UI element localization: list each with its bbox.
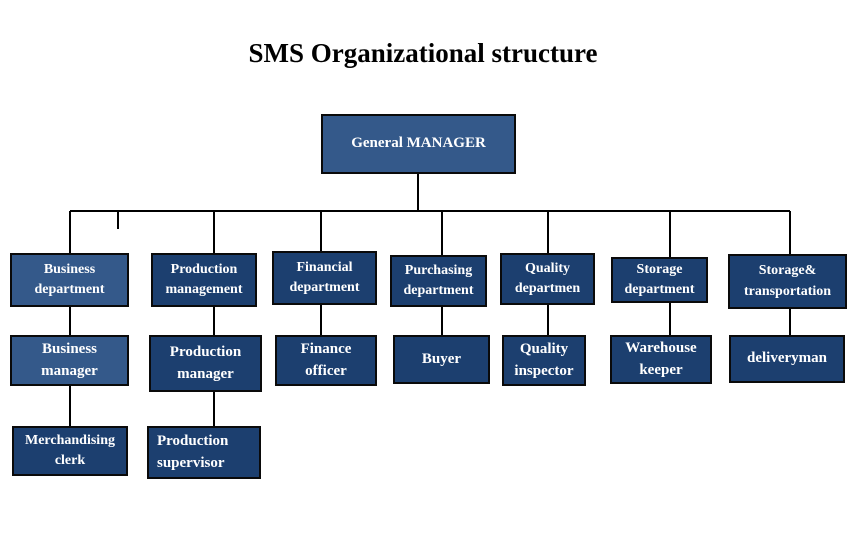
business-manager-label: Business manager	[41, 340, 98, 379]
storage-department-box: Storage department	[611, 257, 708, 303]
business-department-box: Business department	[10, 253, 129, 307]
merchandising-clerk-label: Merchandising clerk	[25, 432, 115, 468]
quality-department-label: Quality departmen	[514, 260, 581, 296]
page-title: SMS Organizational structure	[248, 38, 598, 68]
production-management-label: Production management	[165, 261, 243, 297]
general-manager-label: General MANAGER	[351, 135, 486, 152]
merchandising-clerk-box: Merchandising clerk	[12, 426, 128, 476]
quality-department-box: Quality departmen	[500, 253, 595, 305]
warehouse-keeper-label: Warehouse keeper	[625, 339, 697, 378]
warehouse-keeper-box: Warehouse keeper	[610, 335, 712, 384]
production-supervisor-label: Production supervisor	[157, 432, 229, 471]
production-manager-box: Production manager	[149, 335, 262, 392]
quality-inspector-label: Quality inspector	[514, 340, 574, 379]
quality-inspector-box: Quality inspector	[502, 335, 586, 386]
finance-officer-label: Finance officer	[300, 340, 352, 379]
purchasing-department-label: Purchasing department	[403, 262, 474, 298]
finance-officer-box: Finance officer	[275, 335, 377, 386]
storage-transportation-box: Storage& transportation	[728, 254, 847, 309]
financial-department-box: Financial department	[272, 251, 377, 305]
production-supervisor-box: Production supervisor	[147, 426, 261, 479]
storage-department-label: Storage department	[624, 261, 695, 297]
business-department-label: Business department	[34, 261, 105, 297]
general-manager-box: General MANAGER	[321, 114, 516, 174]
purchasing-department-box: Purchasing department	[390, 255, 487, 307]
deliveryman-label: deliveryman	[747, 350, 827, 367]
production-manager-label: Production manager	[169, 343, 242, 382]
production-management-box: Production management	[151, 253, 257, 307]
financial-department-label: Financial department	[289, 259, 360, 295]
buyer-label: Buyer	[421, 350, 462, 367]
buyer-box: Buyer	[393, 335, 490, 384]
storage-transportation-label: Storage& transportation	[743, 263, 832, 299]
business-manager-box: Business manager	[10, 335, 129, 386]
deliveryman-box: deliveryman	[729, 335, 845, 383]
